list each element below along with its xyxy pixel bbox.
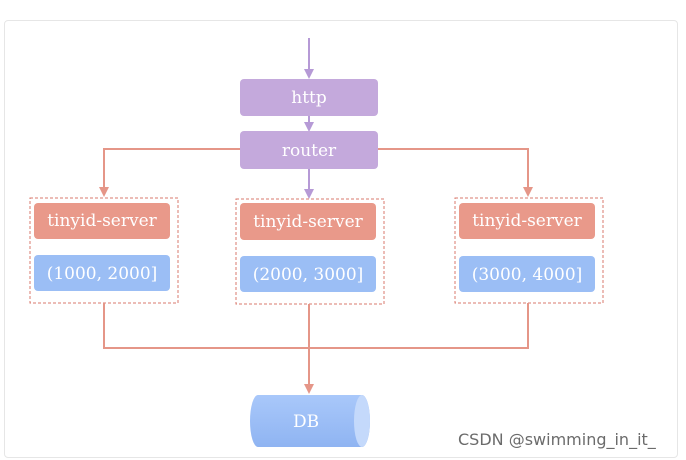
server-group-3: tinyid-server (3000, 4000] bbox=[454, 197, 604, 304]
watermark-text: CSDN @swimming_in_it_ bbox=[458, 430, 656, 449]
right-merge-connector bbox=[309, 303, 529, 349]
router-left-connector bbox=[99, 148, 240, 197]
range-label-2: (2000, 3000] bbox=[253, 265, 364, 285]
server-label-2: tinyid-server bbox=[253, 212, 363, 232]
server-box-3 bbox=[459, 203, 595, 239]
server-label-3: tinyid-server bbox=[472, 211, 582, 231]
range-box-3 bbox=[459, 256, 595, 292]
server-box-1 bbox=[34, 203, 170, 239]
left-merge-connector bbox=[103, 303, 309, 349]
http-node: http bbox=[240, 79, 378, 116]
range-label-3: (3000, 4000] bbox=[472, 265, 583, 285]
db-label: DB bbox=[293, 412, 319, 432]
router-label: router bbox=[282, 141, 337, 161]
server-group-2: tinyid-server (2000, 3000] bbox=[235, 198, 385, 305]
server-box-2 bbox=[240, 203, 376, 240]
router-node: router bbox=[240, 131, 378, 169]
range-box-1 bbox=[34, 255, 170, 291]
range-box-2 bbox=[240, 256, 376, 292]
router-right-connector bbox=[378, 148, 533, 197]
db-node: DB bbox=[250, 395, 370, 447]
server-group-1: tinyid-server (1000, 2000] bbox=[29, 197, 179, 304]
server-label-1: tinyid-server bbox=[47, 211, 157, 231]
http-label: http bbox=[291, 88, 327, 108]
range-label-1: (1000, 2000] bbox=[47, 264, 158, 284]
